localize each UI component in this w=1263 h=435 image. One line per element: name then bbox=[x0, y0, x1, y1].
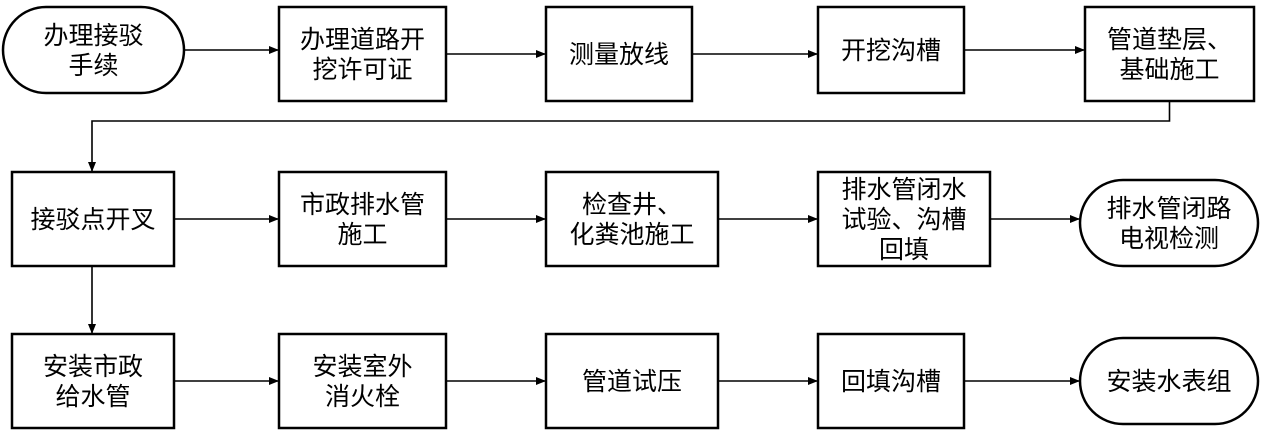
node-label-line: 办理接驳 bbox=[43, 21, 143, 50]
node-label-line: 挖许可证 bbox=[312, 55, 412, 84]
node-label-line: 管道垫层、 bbox=[1107, 25, 1232, 54]
process-box bbox=[816, 5, 966, 95]
process-box bbox=[544, 170, 720, 268]
flow-node-n6: 接驳点开叉 bbox=[10, 170, 176, 268]
process-box bbox=[816, 170, 992, 268]
process-box bbox=[277, 332, 448, 430]
flow-node-n5: 管道垫层、基础施工 bbox=[1083, 5, 1256, 103]
node-label-line: 回填 bbox=[879, 235, 929, 264]
node-label-line: 安装室外 bbox=[312, 352, 412, 381]
flow-node-n4: 开挖沟槽 bbox=[816, 5, 966, 95]
node-label-line: 安装水表组 bbox=[1106, 367, 1231, 396]
flow-node-n3: 测量放线 bbox=[544, 5, 694, 103]
process-box bbox=[544, 5, 694, 103]
process-box bbox=[544, 332, 720, 430]
node-label-line: 手续 bbox=[68, 51, 118, 80]
terminal-box bbox=[1, 5, 186, 95]
terminal-box bbox=[1078, 178, 1260, 268]
process-box bbox=[277, 5, 448, 103]
node-label-line: 开挖沟槽 bbox=[841, 36, 941, 65]
node-label-line: 检查井、 bbox=[582, 190, 682, 219]
node-label-line: 市政排水管 bbox=[300, 190, 425, 219]
node-label-line: 排水管闭路 bbox=[1106, 194, 1231, 223]
node-label-line: 安装市政 bbox=[43, 352, 143, 381]
node-label-line: 给水管 bbox=[55, 382, 130, 411]
node-label-line: 管道试压 bbox=[582, 367, 682, 396]
edges-layer bbox=[88, 46, 1171, 385]
flow-node-n8: 检查井、化粪池施工 bbox=[544, 170, 720, 268]
process-box bbox=[10, 170, 176, 268]
flow-node-n14: 回填沟槽 bbox=[816, 332, 966, 430]
node-label-line: 排水管闭水 bbox=[841, 175, 966, 204]
node-label-line: 测量放线 bbox=[569, 40, 669, 69]
node-label-line: 消火栓 bbox=[325, 382, 400, 411]
arrow-n5-to-n6 bbox=[88, 101, 1171, 172]
node-label-line: 试验、沟槽 bbox=[841, 205, 966, 234]
node-label-line: 办理道路开 bbox=[300, 25, 425, 54]
process-box bbox=[1083, 5, 1256, 103]
node-label-line: 电视检测 bbox=[1119, 224, 1219, 253]
terminal-box bbox=[1078, 336, 1260, 426]
process-box bbox=[10, 332, 176, 430]
process-box bbox=[277, 170, 448, 268]
node-label-line: 化粪池施工 bbox=[569, 220, 694, 249]
flow-node-n13: 管道试压 bbox=[544, 332, 720, 430]
node-label-line: 接驳点开叉 bbox=[30, 205, 155, 234]
flow-node-n15: 安装水表组 bbox=[1078, 336, 1260, 426]
node-label-line: 基础施工 bbox=[1119, 55, 1219, 84]
node-label-line: 施工 bbox=[337, 220, 387, 249]
process-box bbox=[816, 332, 966, 430]
node-label-line: 回填沟槽 bbox=[841, 367, 941, 396]
